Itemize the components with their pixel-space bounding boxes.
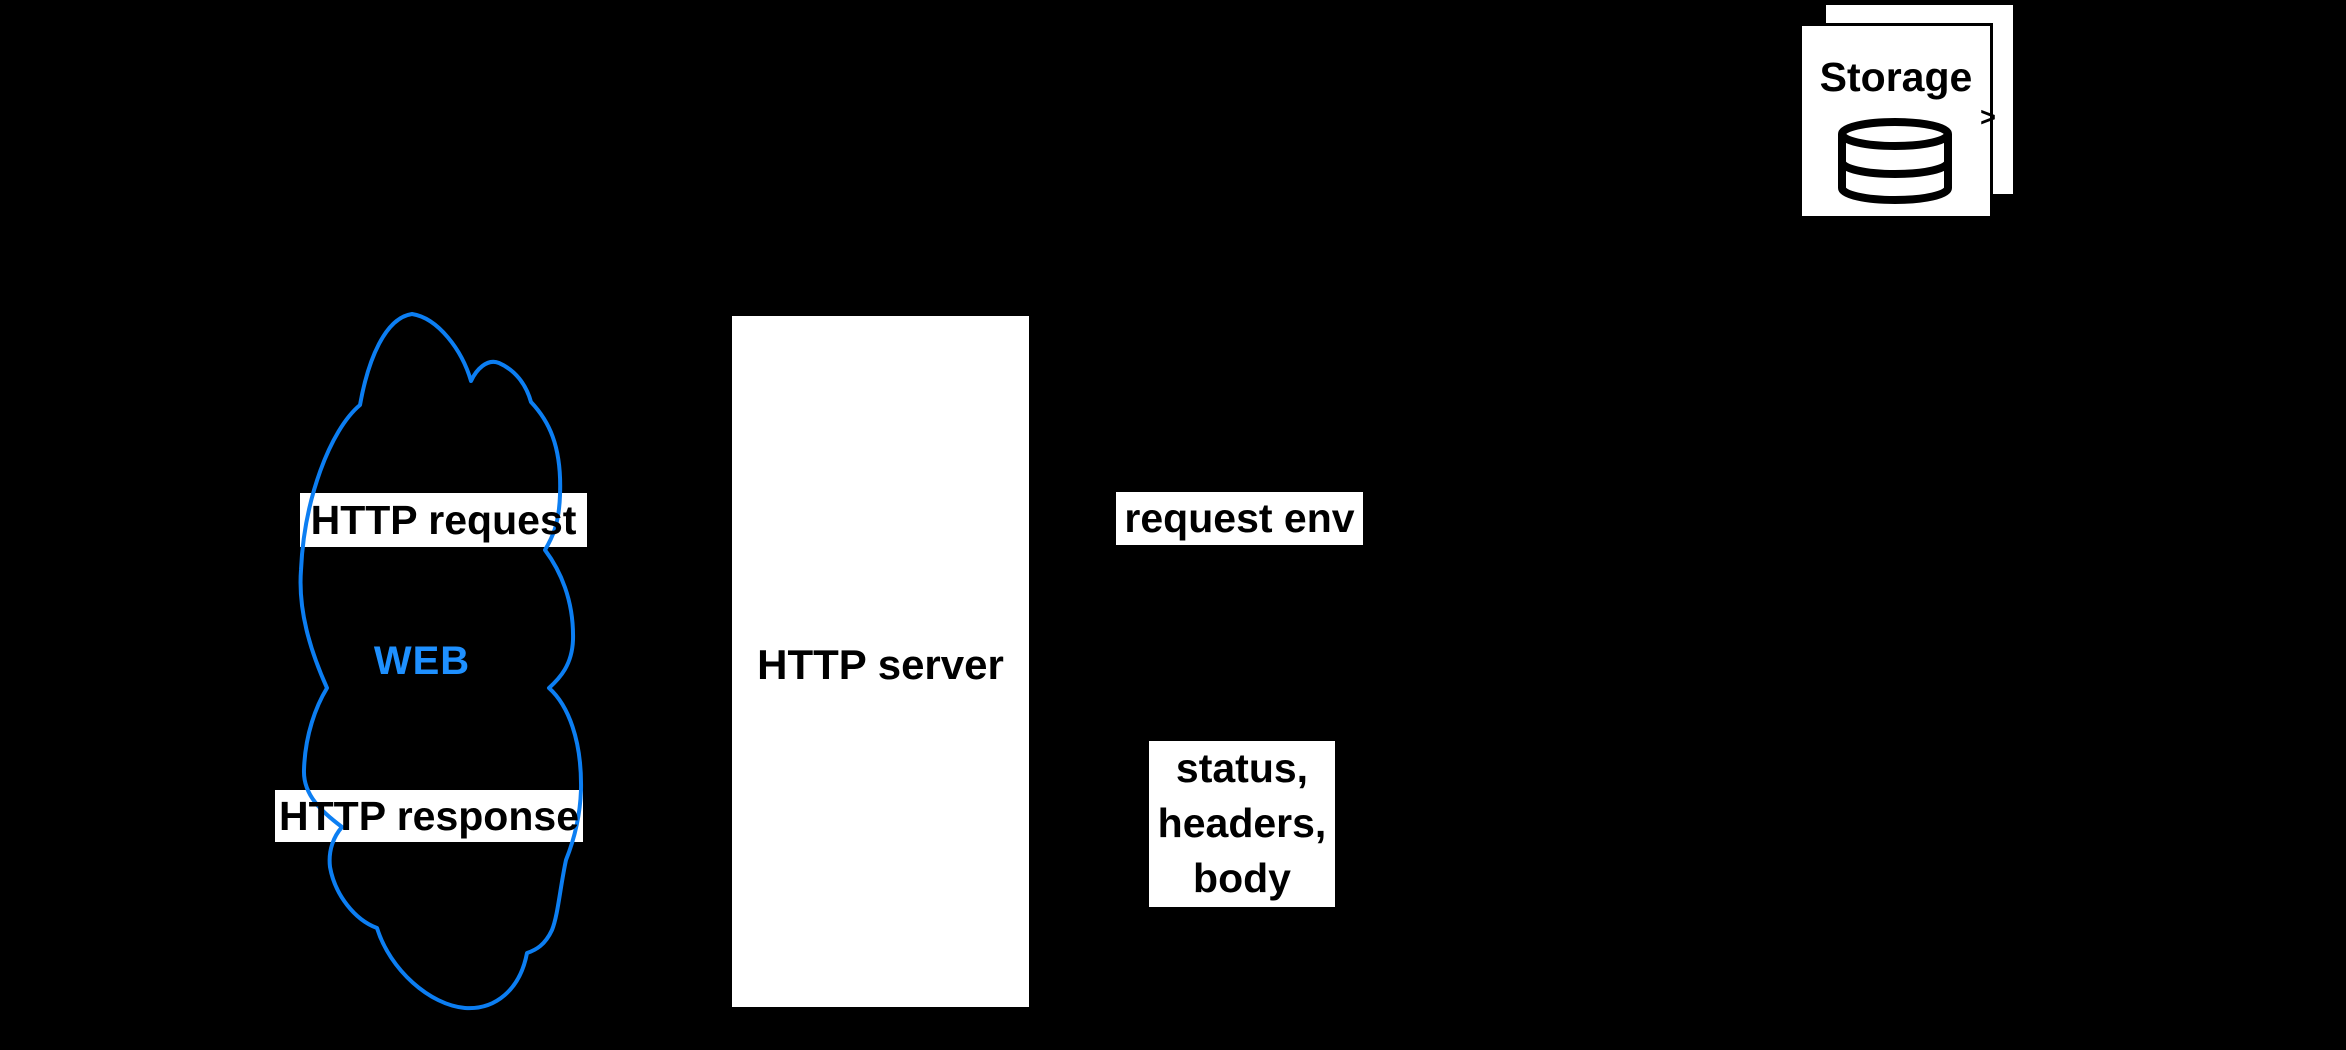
response-tuple-lines: status, headers, body: [1149, 741, 1335, 907]
headers-line: headers,: [1157, 800, 1327, 846]
request-env-text: request env: [1124, 495, 1355, 541]
http-request-text: HTTP request: [310, 497, 577, 543]
cloud-outline: [298, 312, 584, 1011]
request-env-label: request env: [1116, 492, 1363, 545]
chevron-right-icon: >: [1980, 102, 1996, 132]
http-request-label: HTTP request: [300, 493, 587, 547]
storage-title: Storage: [1819, 54, 1973, 100]
body-line: body: [1193, 855, 1291, 901]
http-server-title: HTTP server: [757, 641, 1004, 688]
status-line: status,: [1175, 745, 1309, 791]
http-response-label: HTTP response: [275, 790, 583, 842]
web-cloud-title: WEB: [373, 639, 471, 683]
http-server-box: HTTP server: [732, 316, 1029, 1007]
http-response-text: HTTP response: [279, 793, 579, 839]
database-icon: [1838, 118, 1952, 204]
response-tuple-label: status, headers, body: [1149, 741, 1335, 907]
